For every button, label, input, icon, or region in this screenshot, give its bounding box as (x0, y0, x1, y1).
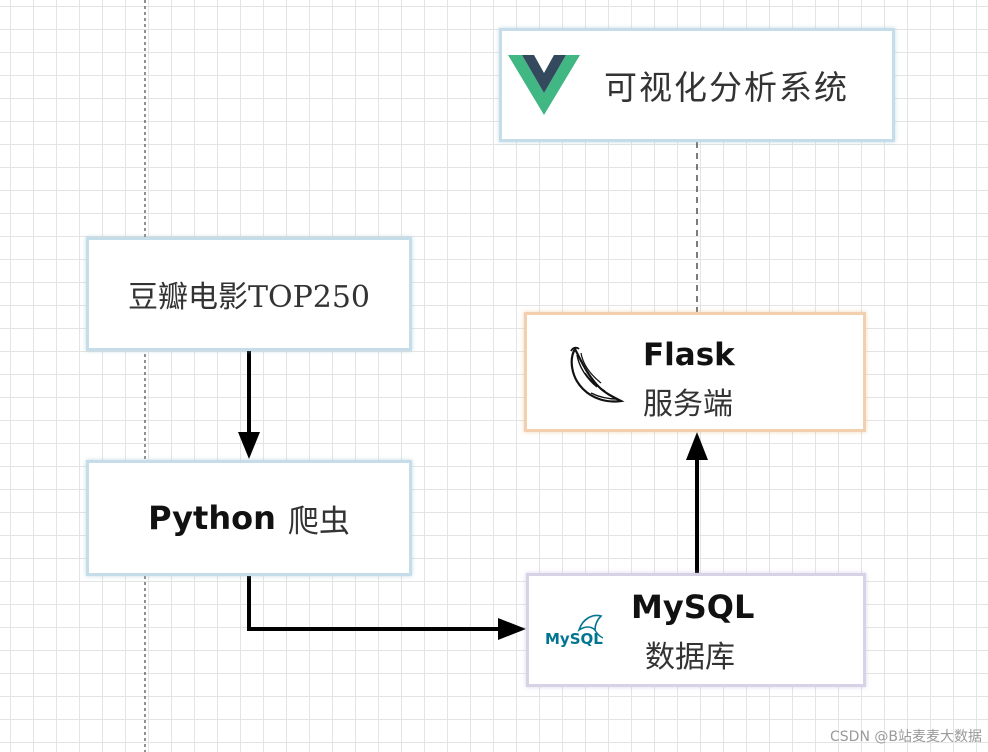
node-title: MySQL (631, 588, 755, 626)
node-label: 可视化分析系统 (604, 68, 849, 107)
node-subtitle: 数据库 (645, 640, 735, 675)
edge-python-to-mysql (247, 576, 498, 631)
node-title: Python (148, 499, 276, 537)
node-mysql-database[interactable]: MySQL MySQL 数据库 (526, 573, 866, 687)
node-flask-server[interactable]: Flask 服务端 (524, 312, 866, 432)
node-python-crawler[interactable]: Python 爬虫 (86, 460, 412, 576)
watermark: CSDN @B站麦麦大数据 (830, 729, 982, 745)
flask-horn-icon (570, 346, 625, 403)
mysql-logo-text: MySQL (545, 630, 603, 648)
node-visualization-system[interactable]: 可视化分析系统 (499, 28, 895, 142)
node-subtitle: 服务端 (643, 387, 733, 422)
node-title: Flask (643, 337, 735, 373)
arrowhead-python-to-mysql (498, 618, 526, 640)
arrowhead-mysql-to-flask (686, 432, 708, 460)
mysql-dolphin-icon: MySQL (545, 614, 604, 648)
vue-logo-icon (508, 55, 580, 115)
node-douban-top250[interactable]: 豆瓣电影TOP250 (86, 237, 412, 351)
arrowhead-douban-to-python (238, 432, 260, 459)
node-subtitle: 爬虫 (287, 503, 350, 540)
node-label: 豆瓣电影TOP250 (127, 280, 371, 315)
